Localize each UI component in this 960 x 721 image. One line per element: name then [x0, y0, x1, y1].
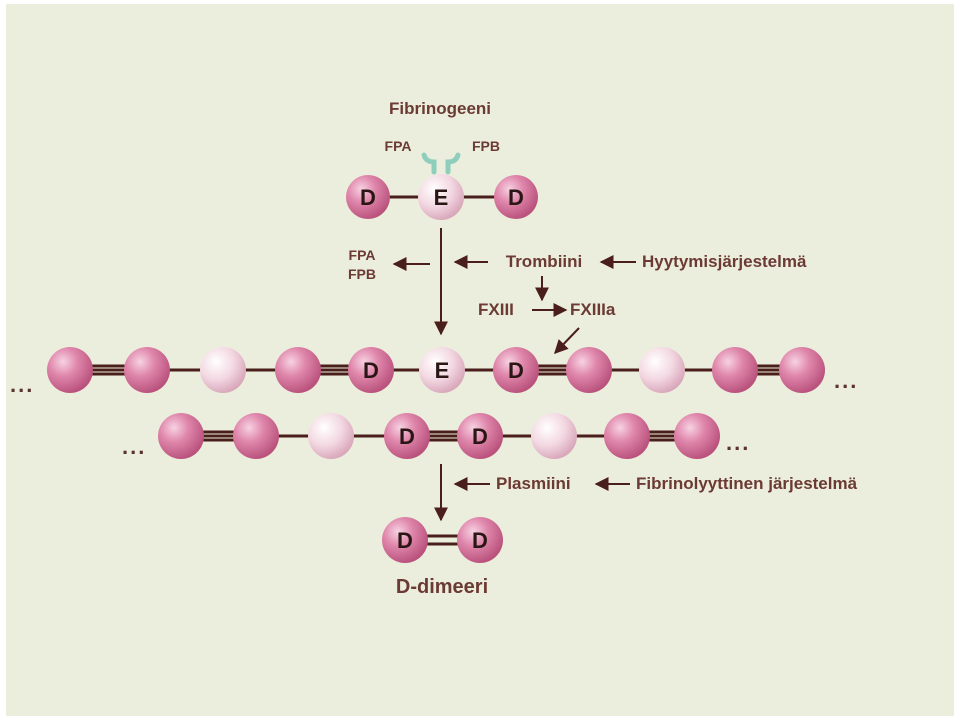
strand2-ellipsis-left: ...: [122, 434, 146, 459]
strand1-ellipsis-left: ...: [10, 372, 34, 397]
strand1-d-labeled-2: D: [493, 347, 539, 393]
strand1-d-3: [275, 347, 321, 393]
fibrinolysis-diagram: Fibrinogeeni FPA FPB D E D FPA FPB Tromb…: [10, 99, 858, 598]
diagram-slide: Fibrinogeeni FPA FPB D E D FPA FPB Tromb…: [6, 4, 954, 716]
fpb-top-label: FPB: [472, 138, 500, 154]
crosslink-arrow: [554, 327, 580, 355]
fibrinogen-d-right: D: [494, 175, 538, 219]
strand1-d-1: [47, 347, 93, 393]
fpa-top-label: FPA: [385, 138, 412, 154]
d-dimer-label: D-dimeeri: [396, 576, 488, 598]
fibrinolytic-system-label: Fibrinolyyttinen järjestelmä: [636, 474, 858, 493]
strand1-d-2: [124, 347, 170, 393]
strand1-d-6: [779, 347, 825, 393]
strand2-ellipsis-right: ...: [726, 430, 750, 455]
svg-text:E: E: [435, 358, 450, 383]
svg-text:D: D: [360, 185, 376, 210]
fibrinogen-e: E: [418, 174, 464, 220]
svg-text:D: D: [472, 424, 488, 449]
svg-text:D: D: [399, 424, 415, 449]
strand1-e-1: [200, 347, 246, 393]
strand1-e-labeled: E: [419, 347, 465, 393]
fxiiia-label: FXIIIa: [570, 300, 616, 319]
svg-text:D: D: [508, 358, 524, 383]
strand1-d-5: [712, 347, 758, 393]
fibrinogen-d-left: D: [346, 175, 390, 219]
svg-text:D: D: [363, 358, 379, 383]
fibrinogen-label: Fibrinogeeni: [389, 99, 491, 118]
svg-text:E: E: [434, 185, 449, 210]
strand1-d-labeled-1: D: [348, 347, 394, 393]
strand2-d-1: [158, 413, 204, 459]
fpa-released-label: FPA: [349, 247, 376, 263]
strand2-d-labeled-1: D: [384, 413, 430, 459]
thrombin-label: Trombiini: [506, 252, 583, 271]
strand2-d-3: [604, 413, 650, 459]
d-dimer: D D: [382, 517, 503, 563]
svg-text:D: D: [472, 528, 488, 553]
fpb-released-label: FPB: [348, 266, 376, 282]
coagulation-system-label: Hyytymisjärjestelmä: [642, 252, 807, 271]
strand2-d-4: [674, 413, 720, 459]
fibrin-strand-2: D D: [158, 413, 720, 459]
strand2-e-2: [531, 413, 577, 459]
fibrinopeptides-icon: [421, 152, 461, 175]
strand2-d-2: [233, 413, 279, 459]
strand2-e-1: [308, 413, 354, 459]
strand1-e-2: [639, 347, 685, 393]
strand2-d-labeled-2: D: [457, 413, 503, 459]
svg-text:D: D: [508, 185, 524, 210]
strand1-ellipsis-right: ...: [834, 368, 858, 393]
plasmin-label: Plasmiini: [496, 474, 571, 493]
fxiii-label: FXIII: [478, 300, 514, 319]
fibrin-strand-1: D E D: [47, 347, 825, 393]
svg-text:D: D: [397, 528, 413, 553]
strand1-d-4: [566, 347, 612, 393]
